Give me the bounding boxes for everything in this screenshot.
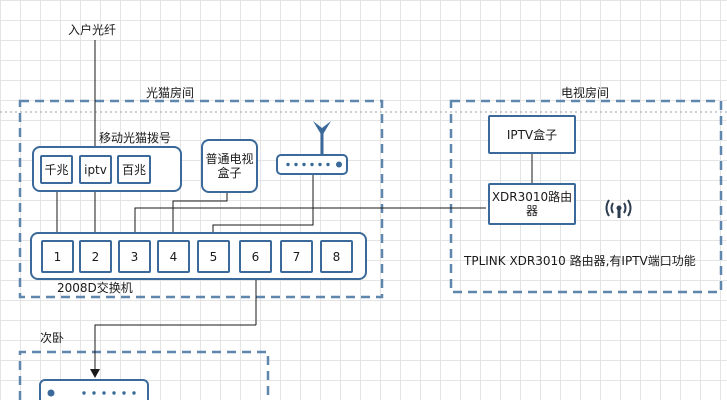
- modem-room-label: 光猫房间: [146, 86, 195, 100]
- tplink-note-label: TPLINK XDR3010 路由器,有IPTV端口功能: [464, 254, 696, 268]
- modem-room-area: [18, 99, 384, 299]
- fiber-in-label: 入户光纤: [68, 23, 117, 37]
- modem-dial-label: 移动光猫拨号: [99, 131, 172, 145]
- line-to-second-bedroom: [94, 324, 256, 370]
- arrow-head: [90, 369, 100, 378]
- switch-port-5[interactable]: 5: [197, 240, 230, 273]
- wifi-icon: [605, 199, 632, 218]
- modem-port-gigabit[interactable]: 千兆: [40, 155, 73, 184]
- switch-port-2[interactable]: 2: [79, 240, 112, 273]
- tv-room-area: [449, 99, 723, 294]
- switch-name-label: 2008D交换机: [57, 281, 133, 295]
- xdr3010-router: XDR3010路由 器: [488, 183, 576, 225]
- switch-port-4[interactable]: 4: [157, 240, 190, 273]
- switch-port-1[interactable]: 1: [41, 240, 74, 273]
- second-bedroom-area: [18, 350, 270, 400]
- switch-port-8[interactable]: 8: [320, 240, 353, 273]
- switch-port-6[interactable]: 6: [239, 240, 272, 273]
- modem-port-100m[interactable]: 百兆: [117, 155, 151, 184]
- router-icon-bottom: [39, 379, 149, 400]
- second-bedroom-label: 次卧: [40, 331, 65, 345]
- switch-port-3[interactable]: 3: [118, 240, 151, 273]
- normal-tv-box: 普通电视 盒子: [201, 139, 258, 193]
- iptv-box: IPTV盒子: [488, 115, 576, 154]
- modem-port-iptv[interactable]: iptv: [79, 155, 112, 184]
- line-port4-to-tvbox: [172, 192, 228, 240]
- switch-port-7[interactable]: 7: [280, 240, 313, 273]
- router-icon: [276, 121, 348, 175]
- line-port3-to-xdr: [134, 207, 486, 240]
- tv-room-label: 电视房间: [561, 86, 610, 100]
